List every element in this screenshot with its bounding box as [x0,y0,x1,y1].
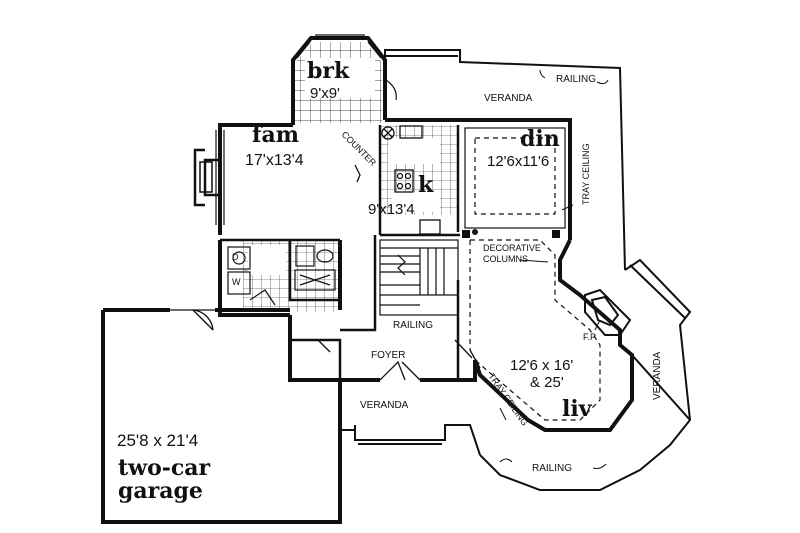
garage-name-1: two-car [118,455,211,481]
veranda-top-label: VERANDA [484,93,533,104]
dining-name: din [520,126,560,152]
living-size-2: & 25' [530,374,564,391]
family-name: fam [252,122,299,148]
doors [170,164,481,381]
staircase [379,239,459,316]
kitchen-fixtures [381,125,441,235]
laundry-fixtures [227,245,336,306]
garage-name-2: garage [118,478,203,504]
living-name: liv [562,396,593,422]
breakfast-tile [295,42,382,123]
leader-lines [499,69,609,469]
breakfast-size: 9'x9' [310,85,340,102]
railing-bottom-label: RAILING [532,463,572,474]
kitchen-tile [380,125,458,215]
decorative-label-2: COLUMNS [483,254,528,264]
kitchen-size: 9'x13'4 [368,201,415,218]
fireplace [584,288,632,336]
top-veranda [384,49,692,491]
veranda-right-label: VERANDA [652,351,663,400]
veranda-front-label: VERANDA [360,400,409,411]
foyer-label: FOYER [371,350,405,361]
family-fireplace [199,161,213,193]
interior-walls [193,125,460,380]
fireplace-label: F.P. [583,332,597,342]
laundry-tile [243,240,341,312]
dining-size: 12'6x11'6 [487,153,549,170]
family-windows [215,130,225,225]
living-size-1: 12'6 x 16' [510,357,573,374]
kitchen-name: k [418,172,434,198]
railing-stair-label: RAILING [393,320,433,331]
tray-ceiling-din-label: TRAY CEILING [581,143,591,205]
decorative-label-1: DECORATIVE [483,243,541,253]
breakfast-name: brk [307,58,350,84]
breakfast-windows [296,34,397,101]
washer-label: W [232,277,241,287]
tray-ceiling-liv-label: TRAY CEILING [486,371,530,427]
dining-tray-ceiling [464,127,566,229]
garage-size: 25'8 x 21'4 [117,431,198,450]
living-tray-ceiling [469,239,601,421]
front-veranda [339,380,481,456]
family-size: 17'x13'4 [245,152,304,169]
decorative-columns [462,229,560,238]
dryer-label: D [232,252,239,262]
counter-label: COUNTER [340,129,379,168]
railing-top-label: RAILING [556,74,596,85]
